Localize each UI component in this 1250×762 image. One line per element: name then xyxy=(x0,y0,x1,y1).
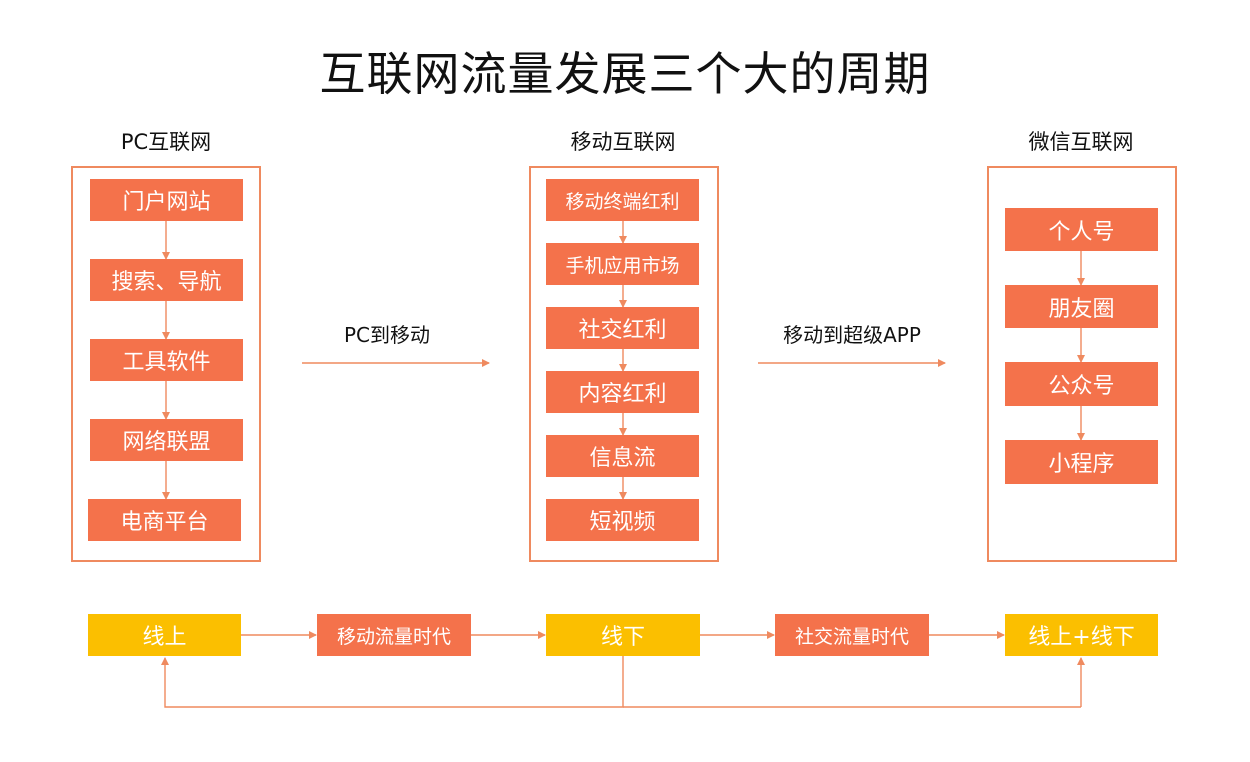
pc-column-frame xyxy=(71,166,261,562)
pc-node-tools: 工具软件 xyxy=(90,339,243,381)
page-title: 互联网流量发展三个大的周期 xyxy=(319,47,931,101)
flow-online-offline: 线上+线下 xyxy=(1005,614,1158,656)
pc-node-ecommerce: 电商平台 xyxy=(88,499,241,541)
mobile-column-title: 移动互联网 xyxy=(570,130,676,154)
pc-to-mobile-label: PC到移动 xyxy=(343,323,431,347)
pc-node-search: 搜索、导航 xyxy=(90,259,243,301)
wechat-column-title: 微信互联网 xyxy=(1028,130,1134,154)
mobile-node-terminal: 移动终端红利 xyxy=(546,179,699,221)
pc-node-portal: 门户网站 xyxy=(90,179,243,221)
flow-social-era: 社交流量时代 xyxy=(775,614,929,656)
wechat-node-personal: 个人号 xyxy=(1005,208,1158,251)
flow-offline: 线下 xyxy=(546,614,700,656)
flow-online: 线上 xyxy=(88,614,241,656)
mobile-node-content: 内容红利 xyxy=(546,371,699,413)
loop-line xyxy=(161,656,624,708)
mobile-column-frame xyxy=(529,166,719,562)
pc-column-title: PC互联网 xyxy=(120,130,212,154)
mobile-node-short-video: 短视频 xyxy=(546,499,699,541)
flow-mobile-era: 移动流量时代 xyxy=(317,614,471,656)
wechat-column-frame xyxy=(987,166,1177,562)
mobile-node-app-market: 手机应用市场 xyxy=(546,243,699,285)
mobile-node-feed: 信息流 xyxy=(546,435,699,477)
mobile-to-super-app-label: 移动到超级APP xyxy=(783,323,921,347)
wechat-node-mini-program: 小程序 xyxy=(1005,440,1158,484)
pc-node-network-alliance: 网络联盟 xyxy=(90,419,243,461)
mobile-node-social: 社交红利 xyxy=(546,307,699,349)
wechat-node-official-account: 公众号 xyxy=(1005,362,1158,406)
wechat-node-moments: 朋友圈 xyxy=(1005,285,1158,328)
